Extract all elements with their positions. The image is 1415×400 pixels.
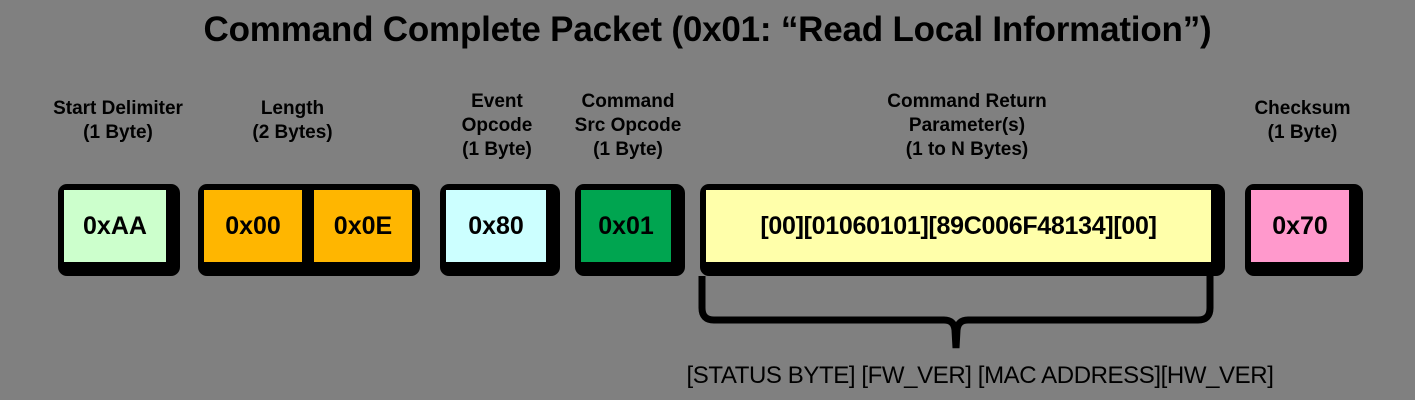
box-event-opcode[interactable]: 0x80: [446, 190, 546, 262]
box-start-delimiter[interactable]: 0xAA: [64, 190, 166, 262]
box-command-return-parameters[interactable]: [00][01060101][89C006F48134][00]: [706, 190, 1211, 262]
label-event-opcode: Event Opcode (1 Byte): [461, 91, 533, 160]
page-title: Command Complete Packet (0x01: “Read Loc…: [203, 10, 1212, 49]
brace-group: [690, 272, 1230, 352]
box-checksum[interactable]: 0x70: [1251, 190, 1349, 262]
box-length-low[interactable]: 0x0E: [314, 190, 412, 262]
box-length-high[interactable]: 0x00: [204, 190, 302, 262]
brace-caption: [STATUS BYTE] [FW_VER] [MAC ADDRESS][HW_…: [686, 362, 1274, 389]
curly-brace-icon: [698, 276, 1214, 349]
label-command-return-parameters: Command Return Parameter(s) (1 to N Byte…: [887, 91, 1047, 160]
label-length: Length (2 Bytes): [252, 98, 333, 143]
label-start-delimiter: Start Delimiter (1 Byte): [53, 98, 183, 143]
label-command-src-opcode: Command Src Opcode (1 Byte): [574, 91, 682, 160]
box-command-src-opcode[interactable]: 0x01: [581, 190, 671, 262]
label-checksum: Checksum (1 Byte): [1254, 98, 1351, 143]
